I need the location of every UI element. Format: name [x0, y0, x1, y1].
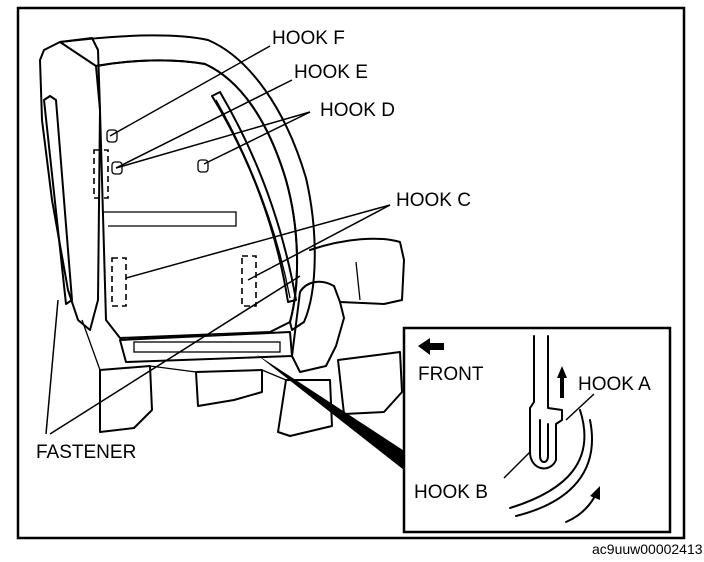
- seat-track-slot: [133, 341, 281, 353]
- seat-rear-bolster-line: [355, 261, 361, 301]
- label-hook-f: HOOK F: [272, 28, 345, 49]
- seatback-face: [95, 59, 299, 339]
- arrow-left-icon: [418, 338, 444, 355]
- seat-panel-curve: [509, 409, 586, 509]
- rear-leg: [337, 351, 403, 415]
- leader-lines: [45, 45, 412, 470]
- hook-f-mark: [106, 129, 118, 143]
- figure-code: ac9uuw00002413: [592, 541, 703, 557]
- seat-track-bar: [119, 331, 293, 363]
- inset-pointer: [256, 354, 412, 470]
- hidden-hook-lower-right: [241, 255, 257, 307]
- seat-rear-bolster: [309, 237, 405, 305]
- arrow-up-icon: [557, 366, 567, 398]
- center-bracket: [195, 369, 263, 407]
- right-leg: [277, 379, 333, 437]
- hidden-hook-lower-left: [111, 257, 127, 307]
- hook-b-shape: [539, 419, 549, 463]
- label-hook-c: HOOK C: [396, 190, 471, 211]
- hook-d-mark: [197, 159, 209, 173]
- hook-detail-inset: [402, 326, 672, 534]
- label-hook-a: HOOK A: [578, 374, 651, 395]
- under-frame-line: [81, 319, 287, 381]
- seat-illustration: [39, 34, 405, 437]
- label-fastener: FASTENER: [36, 442, 136, 463]
- seat-panel-curve-outer: [515, 419, 593, 517]
- seatback-seam: [103, 211, 237, 227]
- label-hook-b: HOOK B: [414, 482, 488, 503]
- label-hook-d: HOOK D: [320, 100, 395, 121]
- seatback-rail-inner: [215, 99, 291, 299]
- left-leg: [99, 365, 153, 433]
- side-panel-strip: [43, 95, 73, 305]
- hidden-hook-upper-left: [93, 149, 109, 199]
- hook-e-mark: [111, 161, 123, 175]
- seat-cushion: [291, 280, 345, 373]
- label-hook-e: HOOK E: [294, 62, 368, 83]
- label-front: FRONT: [418, 364, 484, 385]
